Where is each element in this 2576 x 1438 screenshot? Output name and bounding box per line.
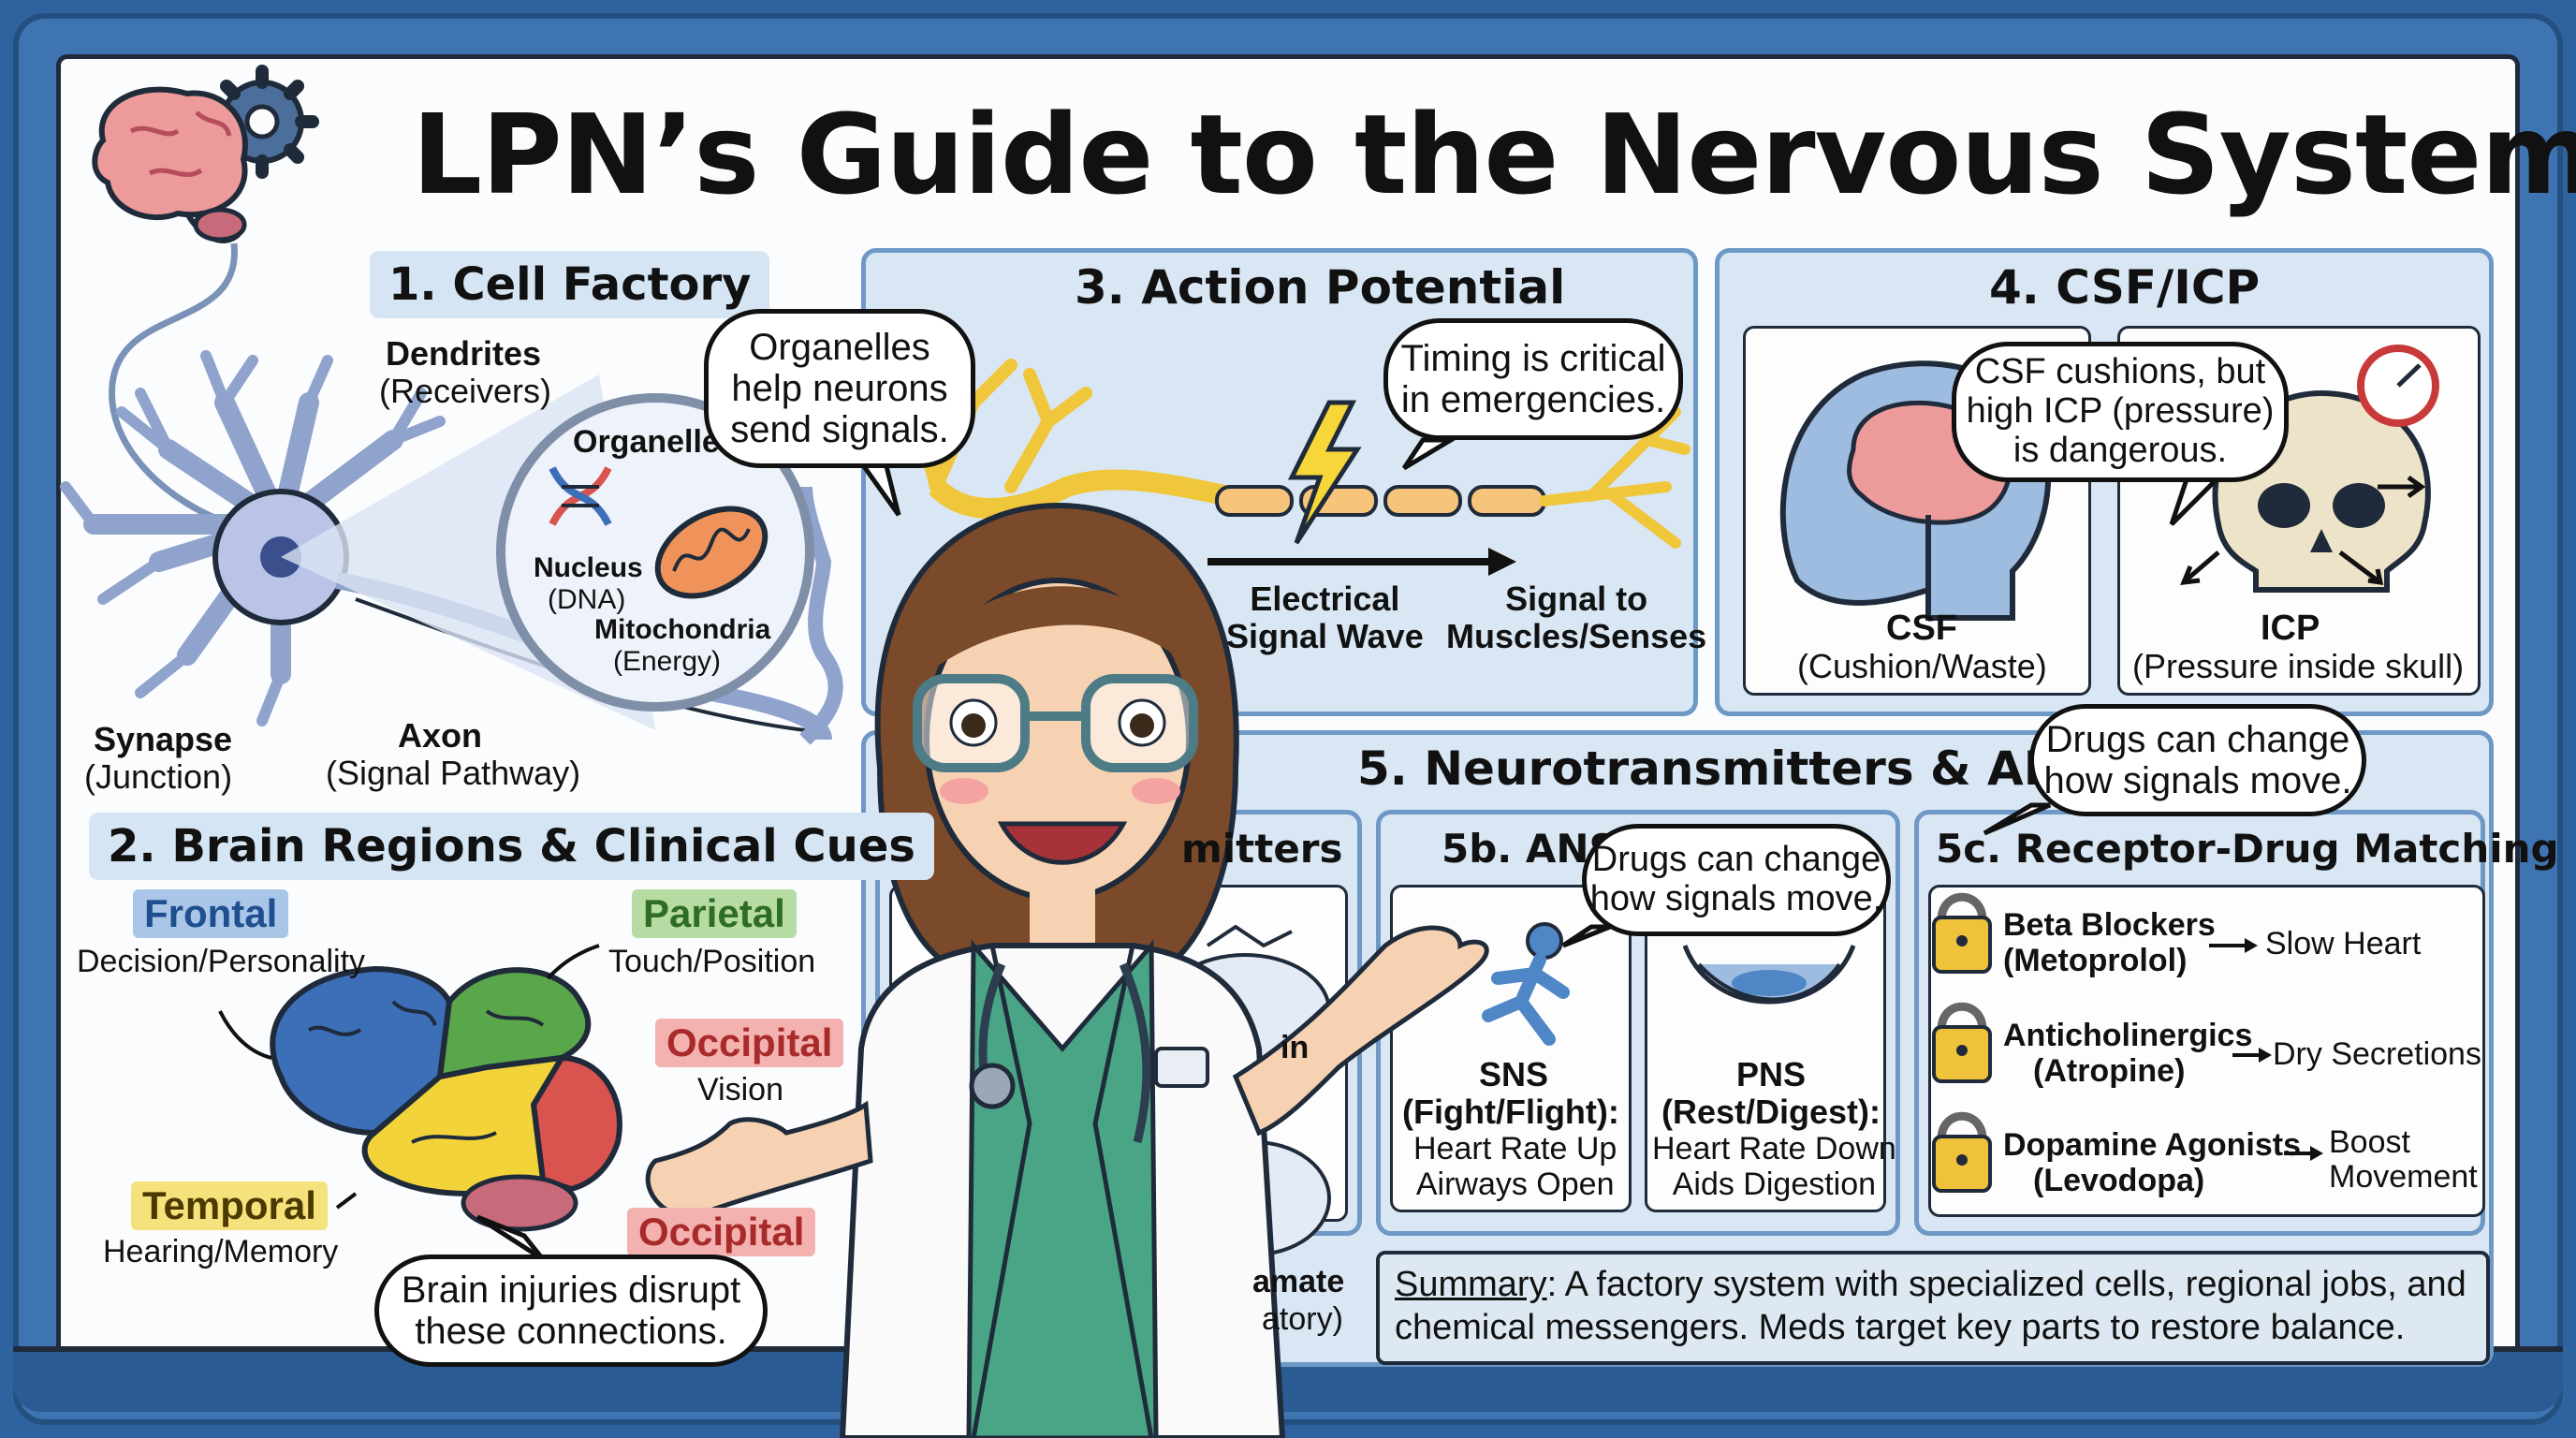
bubble-drugs-top: Drugs can change how signals move. xyxy=(2029,704,2366,816)
label-synapse: Synapse xyxy=(94,720,233,758)
nurse-illustration xyxy=(645,502,1489,1438)
desc-frontal: Decision/Personality xyxy=(77,944,366,979)
label-frontal: Frontal xyxy=(133,889,289,938)
drug-example-atropine: (Atropine) xyxy=(2033,1053,2186,1089)
label-mitochondria-sub: (Energy) xyxy=(613,646,722,677)
label-csf: CSF xyxy=(1886,609,1957,648)
drug-example-metoprolol: (Metoprolol) xyxy=(2003,943,2188,978)
section-heading-brain-regions: 2. Brain Regions & Clinical Cues xyxy=(89,813,934,880)
summary-text: : A factory system with specialized cell… xyxy=(1395,1265,2466,1347)
padlock-icon xyxy=(1932,1111,1992,1193)
summary-box: Summary: A factory system with specializ… xyxy=(1376,1251,2490,1365)
label-icp: ICP xyxy=(2261,609,2320,648)
label-pns-sub: (Rest/Digest): xyxy=(1661,1093,1881,1131)
drug-name-beta-blockers: Beta Blockers xyxy=(2003,907,2216,943)
subheading-5a: mitters xyxy=(1181,826,1343,872)
label-parietal: Parietal xyxy=(632,889,797,938)
desc-temporal: Hearing/Memory xyxy=(103,1234,339,1269)
bubble-drugs-ans: Drugs can change how signals move. xyxy=(1582,824,1891,936)
label-nucleus-sub: (DNA) xyxy=(548,584,626,615)
padlock-icon xyxy=(1932,892,1992,974)
label-signal-muscles: Signal to Muscles/Senses xyxy=(1446,580,1707,656)
dna-icon xyxy=(549,466,612,526)
colored-brain-icon xyxy=(270,965,622,1232)
desc-pns: Heart Rate Down Aids Digestion xyxy=(1652,1131,1896,1203)
section-heading-neurotransmitters: 5. Neurotransmitters & ANS xyxy=(1357,741,2097,796)
pns-box xyxy=(1645,885,1886,1212)
label-pns: PNS xyxy=(1736,1055,1807,1093)
bubble-brain-injuries: Brain injuries disrupt these connections… xyxy=(374,1255,768,1367)
drug-example-levodopa: (Levodopa) xyxy=(2033,1163,2205,1198)
drug-name-dopamine-agonists: Dopamine Agonists xyxy=(2003,1127,2301,1163)
desc-occipital: Vision xyxy=(697,1072,783,1108)
label-dendrites-sub: (Receivers) xyxy=(379,372,552,410)
padlock-icon xyxy=(1932,1002,1992,1083)
label-axon: Axon xyxy=(398,716,482,755)
label-occipital-lower: Occipital xyxy=(627,1208,816,1256)
drug-effect-dry-secretions: Dry Secretions xyxy=(2273,1036,2481,1072)
mitochondria-icon xyxy=(654,506,768,599)
label-occipital: Occipital xyxy=(655,1019,844,1067)
label-synapse-sub: (Junction) xyxy=(84,757,233,796)
drug-effect-slow-heart: Slow Heart xyxy=(2265,926,2422,961)
label-axon-sub: (Signal Pathway) xyxy=(326,754,581,792)
label-dendrites: Dendrites xyxy=(386,334,542,373)
label-5a-partial: in xyxy=(1281,1030,1310,1065)
label-sns: SNS xyxy=(1479,1055,1549,1093)
subheading-5c: 5c. Receptor-Drug Matching xyxy=(1936,826,2559,872)
label-temporal: Temporal xyxy=(131,1181,328,1230)
label-glutamate: amate xyxy=(1252,1264,1345,1299)
label-icp-sub: (Pressure inside skull) xyxy=(2132,647,2465,685)
label-csf-sub: (Cushion/Waste) xyxy=(1797,647,2047,685)
drug-matching-box xyxy=(1928,885,2485,1217)
summary-label: Summary xyxy=(1395,1265,1547,1304)
label-mitochondria: Mitochondria xyxy=(594,614,771,645)
label-nucleus: Nucleus xyxy=(534,552,643,583)
bubble-csf-icp: CSF cushions, but high ICP (pressure) is… xyxy=(1952,342,2289,482)
label-sns-sub: (Fight/Flight): xyxy=(1402,1093,1619,1131)
lightning-icon xyxy=(1287,400,1362,545)
bubble-timing: Timing is critical in emergencies. xyxy=(1383,318,1683,440)
poster-title: LPN’s Guide to the Nervous System xyxy=(412,90,2576,219)
desc-parietal: Touch/Position xyxy=(608,944,816,979)
drug-effect-boost-movement: Boost Movement xyxy=(2329,1124,2478,1196)
section-heading-action-potential: 3. Action Potential xyxy=(1075,260,1566,315)
gauge-icon xyxy=(2357,345,2439,427)
section-heading-cell-factory: 1. Cell Factory xyxy=(370,251,770,318)
drug-name-anticholinergics: Anticholinergics xyxy=(2003,1018,2253,1053)
brain-gear-icon xyxy=(92,65,319,243)
running-person-icon xyxy=(1482,922,1570,1046)
section-heading-csf-icp: 4. CSF/ICP xyxy=(1989,260,2261,315)
bubble-organelles: Organelles help neurons send signals. xyxy=(704,309,975,468)
desc-sns: Heart Rate Up Airways Open xyxy=(1413,1131,1617,1203)
label-glutamate-sub: atory) xyxy=(1262,1301,1343,1337)
label-electrical-wave: Electrical Signal Wave xyxy=(1226,580,1424,656)
hammock-icon xyxy=(1682,945,1856,1005)
